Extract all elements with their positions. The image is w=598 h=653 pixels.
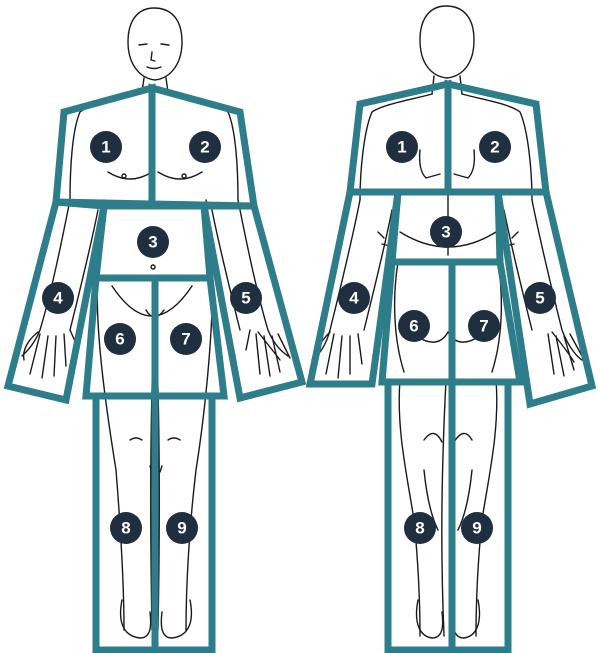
front-badge-4: 4 — [42, 282, 74, 314]
front-badge-8: 8 — [110, 512, 142, 544]
back-badge-7-label: 7 — [479, 317, 488, 336]
front-badge-1: 1 — [90, 131, 122, 163]
front-badge-3-label: 3 — [148, 233, 157, 252]
front-badge-8-label: 8 — [121, 519, 130, 538]
back-badge-2-label: 2 — [490, 138, 499, 157]
back-calves — [424, 433, 472, 530]
front-badge-7: 7 — [170, 323, 202, 355]
back-badge-8: 8 — [404, 512, 436, 544]
back-badge-6-label: 6 — [409, 317, 418, 336]
front-badge-7-label: 7 — [181, 330, 190, 349]
back-badge-4-label: 4 — [349, 289, 359, 308]
front-badge-9: 9 — [166, 512, 198, 544]
front-badge-1-label: 1 — [101, 138, 110, 157]
back-feet — [417, 600, 480, 638]
back-badge-6: 6 — [398, 310, 430, 342]
back-legs — [399, 380, 497, 636]
front-navel — [151, 265, 155, 269]
front-badge-9-label: 9 — [177, 519, 186, 538]
front-face — [139, 44, 169, 69]
back-badge-1-label: 1 — [397, 138, 406, 157]
back-head — [420, 6, 474, 78]
front-head — [128, 8, 182, 80]
back-badge-9: 9 — [461, 512, 493, 544]
back-badge-4: 4 — [338, 282, 370, 314]
front-region-outlines — [8, 88, 302, 650]
back-right-hand — [548, 332, 582, 376]
back-badge-3: 3 — [430, 216, 462, 248]
back-badge-5: 5 — [524, 282, 556, 314]
back-badge-2: 2 — [479, 131, 511, 163]
back-badge-7: 7 — [468, 310, 500, 342]
back-region-outlines — [310, 84, 592, 650]
back-badge-9-label: 9 — [472, 519, 481, 538]
back-badge-8-label: 8 — [415, 519, 424, 538]
back-badge-5-label: 5 — [535, 289, 544, 308]
back-badge-3-label: 3 — [441, 223, 450, 242]
front-badge-6-label: 6 — [115, 330, 124, 349]
front-badge-2-label: 2 — [200, 138, 209, 157]
front-badge-4-label: 4 — [53, 289, 63, 308]
back-badge-1: 1 — [386, 131, 418, 163]
front-badge-5-label: 5 — [241, 289, 250, 308]
front-badge-5: 5 — [230, 282, 262, 314]
front-badge-2: 2 — [189, 131, 221, 163]
front-badge-6: 6 — [104, 323, 136, 355]
front-badge-3: 3 — [137, 226, 169, 258]
